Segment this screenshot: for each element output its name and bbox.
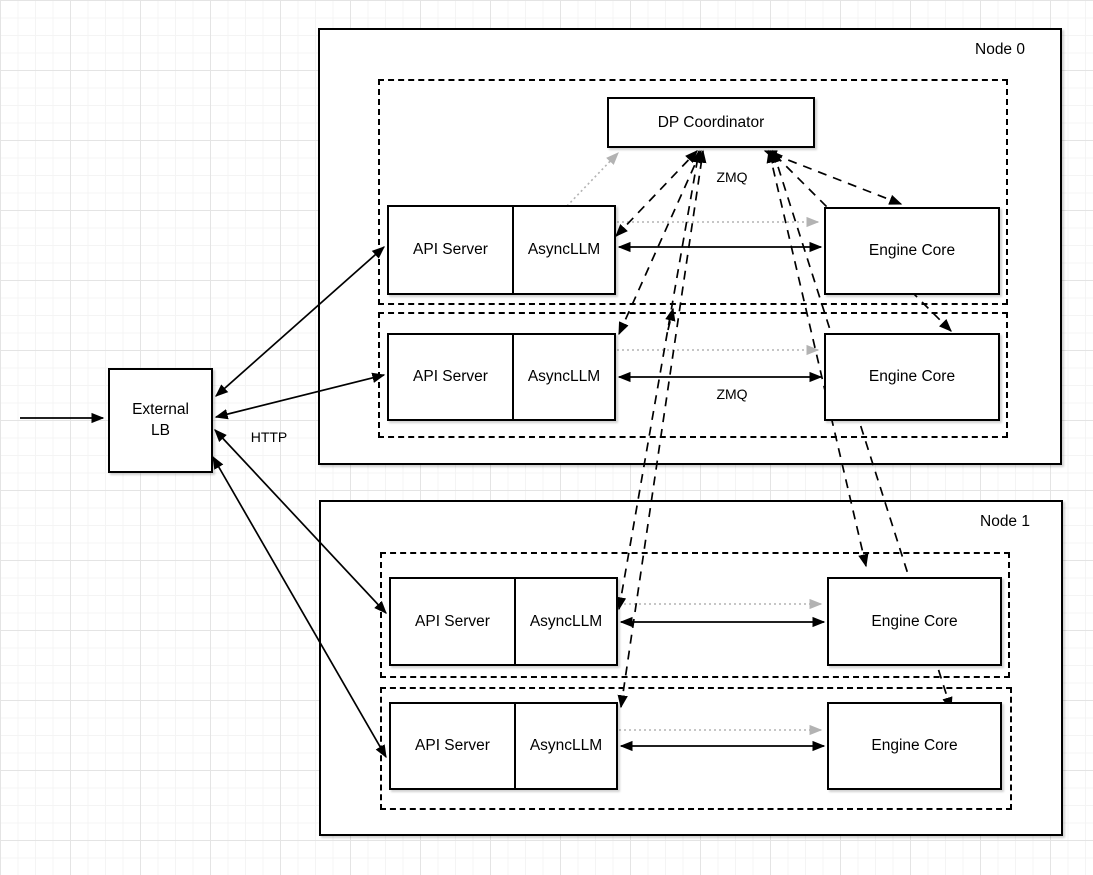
api-server-cell: API Server bbox=[389, 207, 514, 293]
edge-async-coordinator-dotted bbox=[566, 152, 619, 207]
engine-core-box-n1r2: Engine Core bbox=[827, 702, 1002, 790]
engine-core-box-n0r1: Engine Core bbox=[824, 207, 1000, 295]
api-server-cell: API Server bbox=[391, 579, 516, 664]
edge-lb-api-n0r1 bbox=[215, 246, 385, 397]
api-async-box-n0r2: API Server AsyncLLM bbox=[387, 333, 616, 421]
api-server-cell: API Server bbox=[391, 704, 516, 788]
edge-mid-arrowhead bbox=[665, 307, 676, 331]
edge-lb-api-n1r1 bbox=[214, 429, 387, 614]
api-async-box-n1r2: API Server AsyncLLM bbox=[389, 702, 618, 790]
engine-core-label: Engine Core bbox=[868, 368, 956, 385]
http-label: HTTP bbox=[250, 429, 288, 445]
async-llm-cell: AsyncLLM bbox=[527, 368, 601, 385]
engine-core-box-n0r2: Engine Core bbox=[824, 333, 1000, 421]
async-llm-cell: AsyncLLM bbox=[529, 612, 603, 630]
api-server-cell: API Server bbox=[389, 335, 514, 419]
zmq-coordinator-label: ZMQ bbox=[716, 169, 748, 185]
node0-label: Node 0 bbox=[975, 41, 1025, 58]
edge-lb-api-n1r2 bbox=[212, 455, 387, 759]
api-async-box-n0r1: API Server AsyncLLM bbox=[387, 205, 616, 295]
edge-coordinator-async-n1r2 bbox=[617, 149, 707, 709]
edge-lb-api-n0r2 bbox=[214, 372, 386, 420]
engine-core-label: Engine Core bbox=[871, 612, 958, 630]
engine-core-label: Engine Core bbox=[868, 242, 956, 259]
edge-coordinator-engine-n0r1 bbox=[763, 150, 903, 205]
api-async-box-n1r1: API Server AsyncLLM bbox=[389, 577, 618, 666]
dp-coordinator-label: DP Coordinator bbox=[657, 113, 765, 131]
node1-label: Node 1 bbox=[980, 513, 1030, 530]
edge-coordinator-async-n0r1 bbox=[615, 150, 698, 237]
engine-core-label: Engine Core bbox=[871, 737, 958, 754]
engine-core-box-n1r1: Engine Core bbox=[827, 577, 1002, 666]
zmq-engine-label: ZMQ bbox=[716, 386, 748, 402]
async-llm-cell: AsyncLLM bbox=[527, 241, 601, 258]
async-llm-cell: AsyncLLM bbox=[529, 737, 603, 754]
dp-coordinator-box: DP Coordinator bbox=[607, 97, 815, 148]
